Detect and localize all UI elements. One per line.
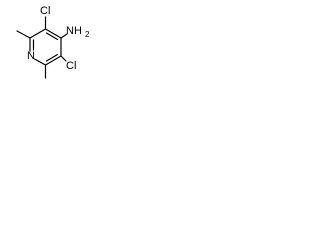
ring-nitrogen-label: N xyxy=(27,50,35,62)
molecule-structure: Cl NH 2 Cl N xyxy=(16,5,90,79)
bond-c5-c6 xyxy=(44,55,62,66)
chlorine-top-label: Cl xyxy=(40,5,50,17)
molecule-diagram: Cl NH 2 Cl N xyxy=(0,0,91,88)
substituent-bonds xyxy=(16,16,68,79)
amine-subscript: 2 xyxy=(85,30,90,39)
bond-c2-c3 xyxy=(29,28,47,39)
amine-text: NH xyxy=(66,25,82,37)
atom-labels: Cl NH 2 Cl N xyxy=(27,5,90,72)
bond-c3-c4 xyxy=(44,28,62,39)
double-bond-c3-c4 xyxy=(45,32,59,41)
double-bond-c5-c6 xyxy=(45,53,59,62)
amine-label: NH 2 xyxy=(66,25,90,39)
chlorine-right-label: Cl xyxy=(66,60,76,72)
ring-bonds xyxy=(29,28,62,66)
bond-c6-n xyxy=(33,58,47,66)
bond-to-left-methyl xyxy=(16,30,31,39)
bond-to-amine xyxy=(60,33,68,39)
bond-to-right-cl xyxy=(60,55,67,62)
